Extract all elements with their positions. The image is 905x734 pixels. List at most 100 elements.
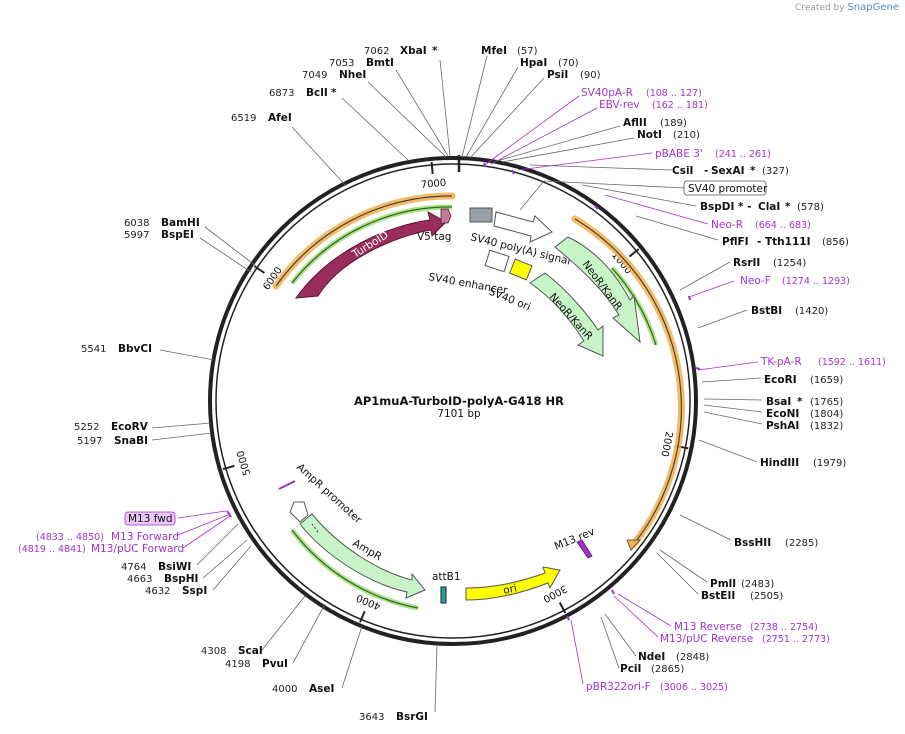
name-ecorv[interactable]: EcoRV bbox=[111, 421, 149, 433]
name-bsiwi[interactable]: BsiWI bbox=[158, 561, 191, 573]
leader-econi bbox=[703, 404, 763, 413]
name-bsrgi[interactable]: BsrGI bbox=[396, 711, 428, 723]
name-afei[interactable]: AfeI bbox=[268, 112, 292, 124]
ampr-promoter-feature[interactable] bbox=[289, 501, 309, 523]
pos-bsteii-val: 2505 bbox=[754, 591, 779, 602]
pos-bsshii-val: 2285 bbox=[789, 538, 814, 549]
name-bsshii[interactable]: BssHII bbox=[734, 537, 771, 549]
pos-clai-val: 578 bbox=[801, 202, 820, 213]
primer-tk-pa-r-range: (1592 .. 1611) bbox=[818, 357, 886, 368]
primer-labels: SV40pA-R (108 .. 127) EBV-rev (162 .. 18… bbox=[18, 87, 886, 693]
primer-m13puc-forward[interactable]: M13/pUC Forward bbox=[91, 543, 184, 555]
leader-bstbi bbox=[697, 309, 748, 329]
name-pshai[interactable]: PshAI bbox=[766, 420, 799, 432]
name-bsphi[interactable]: BspHI bbox=[164, 573, 198, 585]
name-psii[interactable]: PsiI bbox=[547, 69, 568, 81]
leader-pcii bbox=[600, 616, 620, 669]
name-bmti[interactable]: BmtI bbox=[366, 57, 394, 69]
name-bspdi[interactable]: BspDI bbox=[700, 201, 734, 213]
name-mfei[interactable]: MfeI bbox=[481, 45, 507, 57]
name-csii[interactable]: CsiI bbox=[672, 165, 693, 177]
pos-bmti: 7053 bbox=[329, 58, 354, 69]
pos-bamhi: 6038 bbox=[124, 218, 149, 229]
name-bcli[interactable]: BclI bbox=[306, 87, 328, 99]
snapgene-credit: Created by SnapGene bbox=[795, 2, 899, 13]
primer-pbr322ori-f[interactable]: pBR322ori-F bbox=[586, 681, 651, 693]
enzyme-xbai[interactable]: 7062 bbox=[364, 46, 389, 57]
primer-tk-pa-r[interactable]: TK-pA-R bbox=[760, 356, 802, 368]
range-sv40pa-r: 108 .. 127 bbox=[650, 88, 698, 99]
name-clai[interactable]: ClaI bbox=[758, 201, 780, 213]
leader-sv40pa-r bbox=[485, 95, 580, 165]
primer-sv40pa-r[interactable]: SV40pA-R bbox=[581, 87, 633, 99]
name-bspei[interactable]: BspEI bbox=[161, 229, 194, 241]
pos-noti-val: 210 bbox=[677, 130, 696, 141]
name-ndei[interactable]: NdeI bbox=[638, 651, 665, 663]
leader-tth111i bbox=[635, 215, 719, 241]
pos-snabi: 5197 bbox=[77, 436, 102, 447]
ampr-feature[interactable] bbox=[299, 513, 426, 599]
primer-m13puc-reverse[interactable]: M13/pUC Reverse bbox=[660, 633, 753, 645]
sexai-star: * bbox=[750, 165, 756, 177]
leader-sexai bbox=[529, 164, 673, 171]
name-econi[interactable]: EcoNI bbox=[766, 408, 799, 420]
name-hindiii[interactable]: HindIII bbox=[760, 457, 799, 469]
name-xbai: XbaI bbox=[400, 45, 427, 57]
leader-pvui bbox=[292, 603, 326, 664]
name-pflfi[interactable]: PflFI bbox=[722, 236, 749, 248]
name-pvui[interactable]: PvuI bbox=[262, 658, 288, 670]
name-tth111i[interactable]: Tth111I bbox=[765, 236, 810, 248]
leader-snabi bbox=[151, 432, 213, 441]
primer-pbabe[interactable]: pBABE 3' bbox=[655, 148, 703, 160]
name-bamhi[interactable]: BamHI bbox=[161, 217, 200, 229]
sv40-enhancer-box[interactable] bbox=[484, 249, 510, 273]
pos-pvui: 4198 bbox=[225, 659, 250, 670]
leader-ecorv bbox=[151, 422, 212, 429]
pos-pshai: (1832) bbox=[810, 421, 843, 432]
sv40-promoter-box[interactable] bbox=[683, 180, 767, 196]
sv40-polya-feature[interactable] bbox=[493, 211, 553, 243]
name-bstbi[interactable]: BstBI bbox=[751, 305, 782, 317]
name-snabi[interactable]: SnaBI bbox=[114, 435, 148, 447]
m13-fwd-box[interactable] bbox=[124, 511, 176, 526]
primer-m13-reverse[interactable]: M13 Reverse bbox=[674, 621, 742, 633]
name-noti[interactable]: NotI bbox=[637, 129, 662, 141]
leader-bspei bbox=[199, 237, 252, 273]
name-ecori[interactable]: EcoRI bbox=[764, 374, 797, 386]
name-rsrii[interactable]: RsrII bbox=[733, 257, 760, 269]
ori-feature[interactable] bbox=[465, 566, 561, 601]
m13-rev-feature[interactable] bbox=[576, 539, 593, 559]
leader-pbabe bbox=[517, 152, 653, 171]
primer-m13puc-reverse-range: (2751 .. 2773) bbox=[762, 634, 830, 645]
tick-label-3000: 3000 bbox=[541, 582, 569, 604]
name-bsteii[interactable]: BstEII bbox=[701, 590, 735, 602]
attb1-feature[interactable] bbox=[440, 586, 447, 604]
primer-m13-forward[interactable]: M13 Forward bbox=[111, 531, 179, 543]
name-scai[interactable]: ScaI bbox=[238, 645, 263, 657]
pos-bsteii: (2505) bbox=[750, 591, 783, 602]
primer-ebv-rev[interactable]: EBV-rev bbox=[599, 99, 640, 111]
v5-tag-feature[interactable] bbox=[440, 208, 452, 224]
name-nhei[interactable]: NheI bbox=[339, 69, 366, 81]
sv40-ori-box[interactable] bbox=[509, 258, 533, 281]
leader-pshai bbox=[703, 411, 763, 425]
leader-m13-forward bbox=[177, 514, 229, 536]
attb1-label: attB1 bbox=[432, 571, 461, 583]
name-bsai[interactable]: BsaI bbox=[766, 396, 791, 408]
name-hpai[interactable]: HpaI bbox=[520, 57, 547, 69]
primer-neo-f[interactable]: Neo-F bbox=[740, 275, 771, 287]
name-pcii[interactable]: PciI bbox=[620, 663, 641, 675]
neor-feature-2[interactable] bbox=[529, 272, 604, 357]
neor-feature-1[interactable] bbox=[554, 236, 641, 344]
name-bbvci[interactable]: BbvCI bbox=[118, 343, 152, 355]
grey-box-feature[interactable] bbox=[469, 207, 493, 223]
name-sexai[interactable]: SexAI bbox=[711, 165, 745, 177]
name-sspi[interactable]: SspI bbox=[182, 585, 207, 597]
primer-neo-r[interactable]: Neo-R bbox=[711, 219, 743, 231]
name-pmli[interactable]: PmlI bbox=[710, 578, 736, 590]
name-asei[interactable]: AseI bbox=[309, 683, 334, 695]
name-aflii[interactable]: AflII bbox=[623, 117, 647, 129]
pos-bsphi: 4663 bbox=[127, 574, 152, 585]
enzyme-xbai-name[interactable]: XbaI bbox=[400, 45, 427, 57]
primer-mark-6 bbox=[611, 589, 615, 595]
